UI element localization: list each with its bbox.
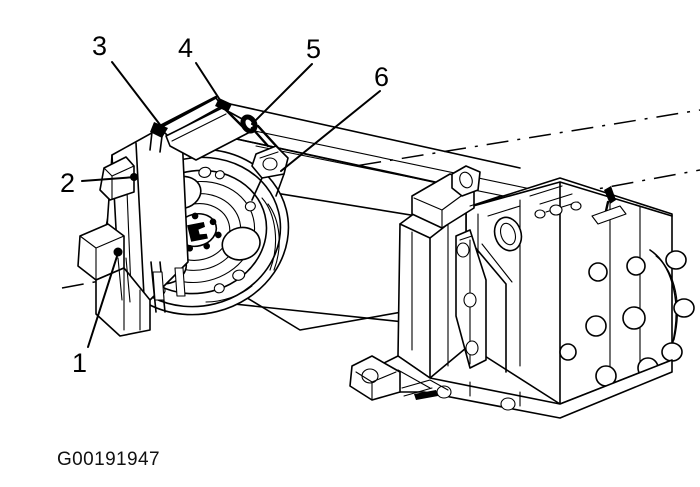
callout-label-2: 2: [60, 168, 76, 198]
leader-lines: [81, 61, 381, 348]
callout-label-5: 5: [306, 34, 322, 64]
callout-label-6: 6: [374, 62, 390, 92]
callout-label-4: 4: [178, 33, 194, 63]
oil-pan-rail: [349, 355, 673, 419]
bell-housing-front-flange: [77, 123, 189, 337]
transaxle-case: [397, 165, 695, 405]
figure-caption: G00191947: [57, 449, 160, 470]
leader-2: [81, 176, 137, 182]
upper-mount-bracket: [149, 95, 289, 201]
centerline-group: [61, 109, 700, 289]
leader-3: [111, 61, 162, 127]
callout-label-3: 3: [92, 31, 108, 61]
leader-4: [195, 62, 221, 101]
leader-1: [87, 249, 120, 348]
centerline-upper: [231, 109, 700, 187]
leader-6: [280, 90, 381, 172]
leader-5: [251, 63, 313, 125]
callout-label-1: 1: [72, 348, 88, 378]
